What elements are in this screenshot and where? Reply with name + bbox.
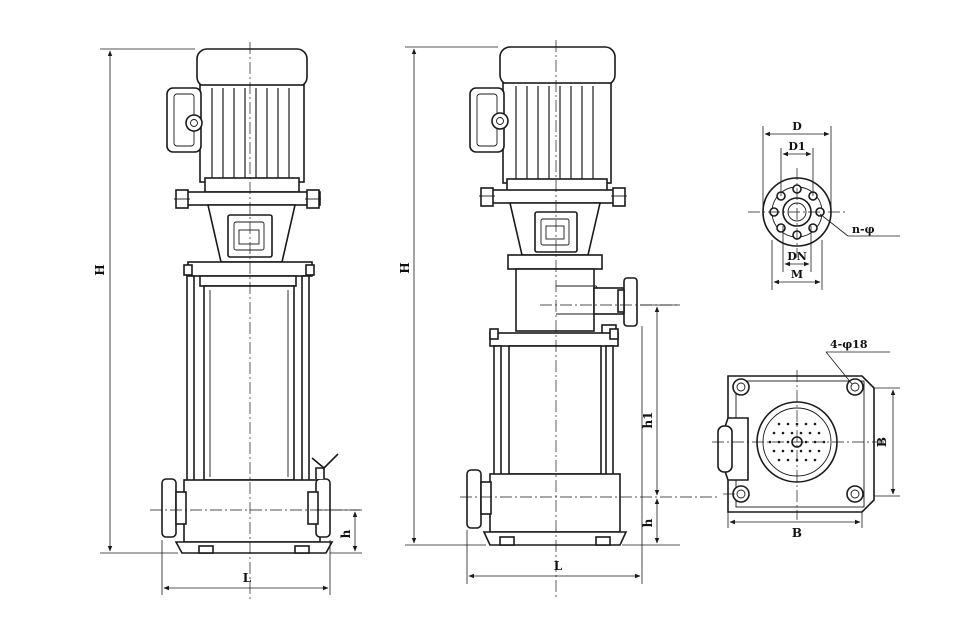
motor-side	[469, 46, 616, 193]
label-h1-side: h1	[641, 411, 655, 428]
label-B-right: B	[875, 437, 889, 447]
outlet-head	[507, 254, 638, 336]
motor	[166, 48, 308, 193]
label-B-bottom: B	[792, 526, 802, 540]
inlet-flange-side	[466, 469, 492, 529]
outlet-flange	[307, 453, 339, 538]
base-plan-view	[712, 370, 884, 520]
label-D1: D1	[788, 140, 805, 153]
motor-flange	[174, 189, 321, 209]
label-L-side: L	[554, 559, 563, 573]
flange-detail	[748, 168, 846, 258]
label-h-side: h	[641, 518, 655, 527]
label-M: M	[791, 268, 803, 281]
strainer-holes	[768, 422, 826, 462]
top-head	[183, 261, 315, 287]
side-view-pump	[460, 40, 720, 598]
inlet-flange	[161, 478, 187, 538]
label-H-side: H	[398, 262, 412, 273]
label-H-front: H	[93, 264, 107, 275]
stage-casing	[186, 275, 310, 482]
motor-flange-side	[479, 187, 627, 207]
label-D: D	[792, 120, 802, 133]
label-n-phi: n-φ	[852, 223, 875, 236]
stage-casing-side	[493, 345, 614, 477]
label-L-front: L	[243, 571, 252, 585]
pump-base	[174, 479, 334, 554]
vent-valve-icon	[311, 453, 339, 470]
junction-box-icon-side	[491, 112, 509, 130]
junction-box-icon	[185, 114, 203, 132]
front-view-pump	[150, 42, 360, 600]
coupling-housing-side	[508, 202, 602, 256]
coupling-housing	[206, 204, 297, 263]
label-h-front: h	[339, 529, 353, 538]
label-4-phi18: 4-φ18	[830, 338, 868, 351]
dimension-lines	[100, 46, 900, 595]
pump-base-side	[482, 473, 628, 546]
top-head-side	[489, 328, 619, 347]
label-DN: DN	[787, 250, 807, 263]
dimension-labels: H h L H h1 h L D D1 DN M n-φ 4-φ18 B B	[93, 120, 889, 585]
